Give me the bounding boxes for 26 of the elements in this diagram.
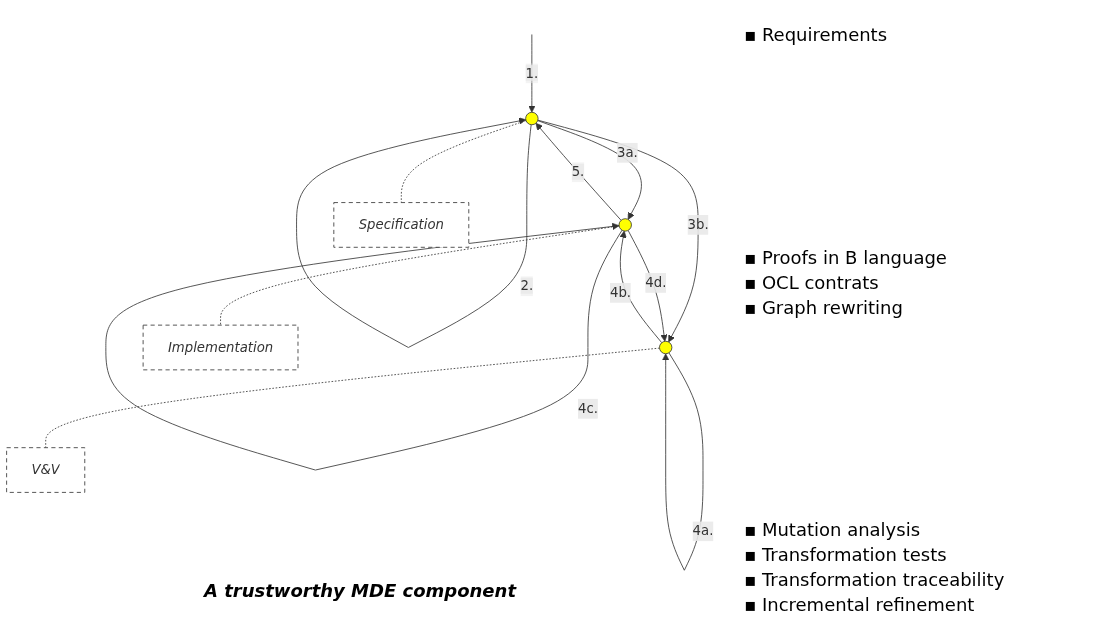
bullet-item: ▪ OCL contrats bbox=[744, 271, 880, 293]
node-circle bbox=[525, 111, 539, 126]
node-circle bbox=[659, 340, 673, 355]
edge-label: 5. bbox=[571, 163, 585, 180]
bullet-item: ▪ Transformation traceability bbox=[744, 569, 1006, 590]
edge-label: 4a. bbox=[692, 523, 714, 539]
connector bbox=[220, 225, 620, 326]
edge-label: 4b. bbox=[610, 284, 632, 301]
bullet-item: ▪ Proofs in B language bbox=[744, 246, 948, 268]
edge-label: 4d. bbox=[645, 274, 667, 291]
edge-label: 3b. bbox=[687, 216, 709, 233]
bullet-item: ▪ Requirements bbox=[744, 24, 889, 45]
caption: A trustworthy MDE component bbox=[204, 580, 516, 601]
edge-label: 2. bbox=[520, 277, 534, 294]
edge-label: 4c. bbox=[577, 400, 598, 417]
node-box: Specification bbox=[333, 202, 470, 248]
bullet-item: ▪ Mutation analysis bbox=[744, 519, 922, 540]
edge-label: 3a. bbox=[617, 144, 638, 161]
node-circle bbox=[618, 218, 632, 232]
bullet-item: ▪ Incremental refinement bbox=[744, 594, 976, 615]
bullet-item: ▪ Transformation tests bbox=[744, 544, 948, 565]
node-box: V&V bbox=[6, 447, 86, 493]
connector bbox=[400, 120, 527, 203]
edge-label: 1. bbox=[525, 65, 539, 81]
node-box: Implementation bbox=[142, 324, 299, 371]
bullet-item: ▪ Graph rewriting bbox=[744, 296, 904, 318]
